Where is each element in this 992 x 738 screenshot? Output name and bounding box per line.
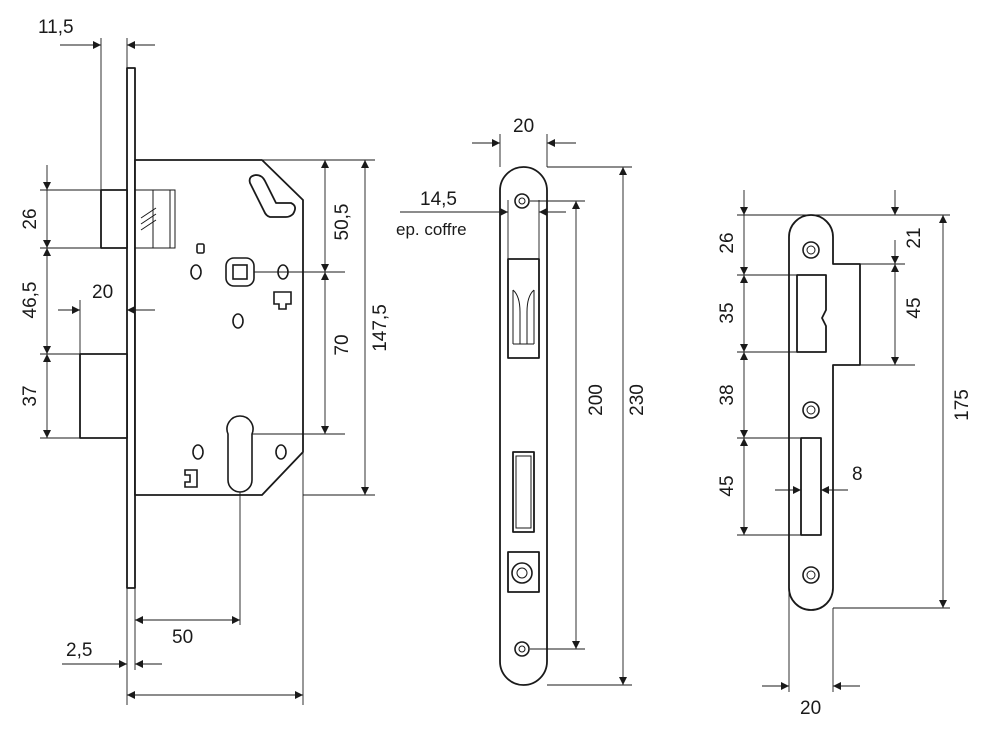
dim-latch-height: 26 (20, 208, 41, 229)
latch-bolt (100, 189, 128, 249)
forend-plate (499, 166, 548, 686)
case-rivet-top (196, 243, 205, 254)
case-hole-middle (232, 313, 244, 329)
dim-latch-to-deadbolt: 46,5 (20, 282, 41, 319)
forend-bolt-slot (512, 451, 535, 533)
dim-backset: 50 (172, 627, 193, 648)
dim-strike-bolt-width: 8 (852, 464, 863, 485)
cylinder-hole-left (192, 444, 204, 460)
lock-forend (126, 67, 136, 589)
forend-lower-screw (511, 562, 533, 584)
dim-strike-bolt-opening: 45 (717, 475, 738, 496)
dim-strike-width: 20 (800, 698, 821, 719)
dim-deadbolt-height: 37 (20, 385, 41, 406)
dim-forend-offset: 11,5 (38, 17, 74, 38)
strike-screw-top (802, 241, 820, 259)
lock-case-dimensions: 11,5 26 46,5 37 20 50,5 70 147,5 (20, 17, 391, 705)
dim-forend-length: 230 (627, 384, 648, 416)
strike-screw-middle (802, 401, 820, 419)
dim-case-depth-note: ep. coffre (396, 220, 467, 239)
follower-square (232, 264, 248, 280)
cylinder-hole-right (275, 444, 287, 460)
lock-case (79, 67, 304, 589)
dim-deadbolt-projection: 20 (92, 282, 113, 303)
dim-strike-top-to-lip: 21 (904, 227, 925, 248)
cylinder-keyhole (226, 415, 254, 493)
dim-forend-thickness: 2,5 (66, 640, 92, 661)
dim-case-height: 147,5 (370, 304, 391, 352)
dim-strike-lip-height: 45 (904, 297, 925, 318)
strike-latch-opening (796, 274, 827, 353)
dim-strike-length: 175 (952, 389, 973, 421)
forend-dimensions: 20 14,5 ep. coffre 200 230 (396, 116, 648, 686)
strike-screw-bottom (802, 566, 820, 584)
forend-latch-profile (512, 289, 535, 345)
latch-spring-housing (134, 189, 176, 249)
case-clip-right (273, 291, 292, 310)
dim-strike-gap: 38 (717, 384, 738, 405)
forend-screw-bottom (514, 641, 530, 657)
forend-screw-top (514, 193, 530, 209)
dim-strike-latch-opening: 35 (717, 302, 738, 323)
dim-top-to-follower: 50,5 (332, 204, 353, 241)
forend-plate-outline (499, 166, 548, 686)
dim-case-depth: 14,5 (420, 189, 457, 210)
dim-strike-top-to-latch: 26 (717, 232, 738, 253)
deadbolt (79, 353, 128, 439)
dim-screw-spacing: 200 (586, 384, 607, 416)
dim-forend-width: 20 (513, 116, 534, 137)
dim-follower-to-cylinder: 70 (332, 334, 353, 355)
strike-bolt-opening (800, 437, 822, 536)
strike-dimensions: 26 35 38 45 21 45 175 8 20 (717, 190, 973, 719)
strike-plate (788, 214, 861, 611)
case-slot (248, 174, 296, 218)
case-clip-bottom (184, 469, 198, 488)
latch-spring (140, 207, 157, 231)
case-hole-left (190, 264, 202, 280)
